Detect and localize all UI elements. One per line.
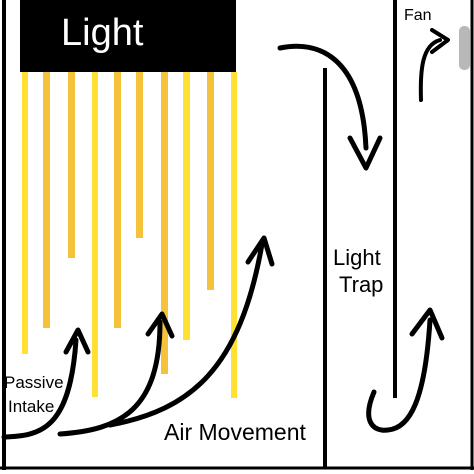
passive-intake-label-line1: Passive	[4, 373, 64, 392]
light-trap-label-line2: Trap	[339, 272, 384, 297]
light-ray	[231, 72, 237, 398]
light-trap-label-line1: Light	[333, 245, 381, 270]
intake-arrows-icon	[1, 235, 275, 440]
air-movement-label: Air Movement	[164, 419, 306, 445]
light-ray	[43, 72, 50, 328]
light-ray	[92, 72, 98, 397]
fan-arrow-icon	[418, 28, 450, 102]
passive-intake-label-line2: Intake	[8, 397, 55, 416]
light-ray	[183, 72, 190, 340]
light-bar	[20, 0, 236, 72]
trap-arrows-icon	[366, 307, 445, 433]
light-label: Light	[61, 12, 144, 54]
fan-label: Fan	[404, 7, 432, 24]
scrollbar-thumb[interactable]	[459, 26, 470, 70]
light-ray	[161, 72, 168, 374]
light-ray	[136, 72, 143, 238]
light-ray	[22, 72, 28, 354]
light-ray	[207, 72, 214, 290]
exit-arrow-icon	[277, 43, 383, 171]
light-rays	[22, 72, 237, 398]
light-ray	[114, 72, 121, 328]
light-ray	[68, 72, 75, 258]
